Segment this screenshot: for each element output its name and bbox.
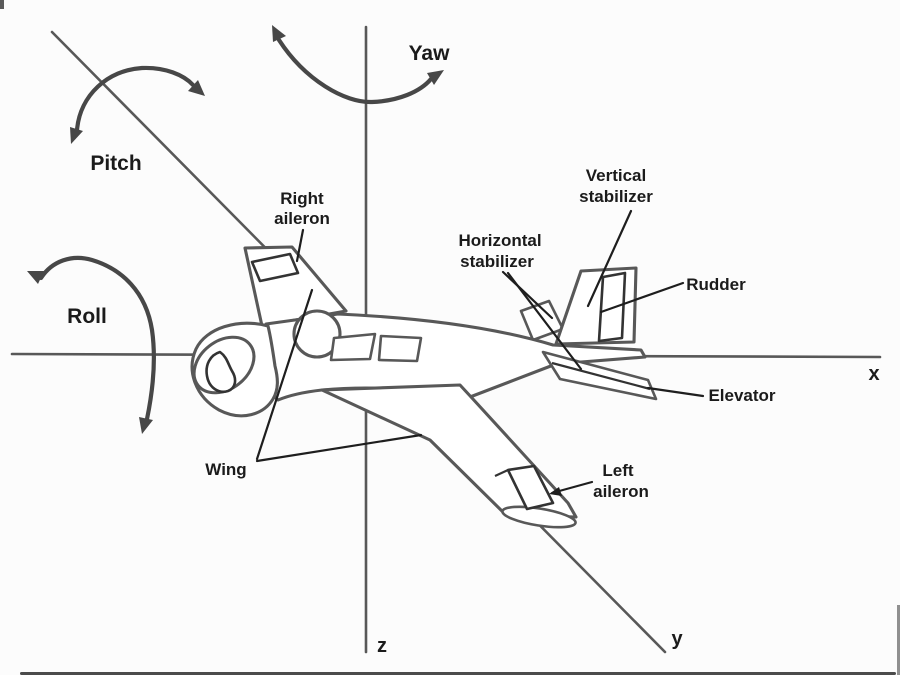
left-aileron-notch-line [494, 469, 509, 477]
vertical-stabilizer-label-line2: stabilizer [579, 187, 653, 206]
roll-arrowhead-bottom [139, 417, 153, 434]
z-axis-label: z [377, 635, 387, 657]
vertical-stabilizer-label-line1: Vertical [586, 166, 647, 185]
yaw-arrowhead-left [272, 25, 286, 42]
pitch-label: Pitch [90, 152, 141, 175]
left-aileron-label-line1: Left [602, 461, 634, 480]
horizontal-stabilizer-label-line1: Horizontal [458, 231, 541, 250]
horizontal-stabilizer-pointer-line-2 [506, 271, 583, 371]
left-aileron-label-line2: aileron [593, 482, 649, 501]
y-axis-label: y [671, 628, 683, 650]
right-aileron-pointer-line [295, 228, 305, 263]
cockpit-canopy [292, 309, 342, 359]
rudder-label: Rudder [686, 275, 746, 294]
x-axis-label: x [868, 363, 879, 385]
roll-arrowhead-top [27, 271, 44, 284]
cabin-window-front [329, 332, 377, 362]
horizontal-stabilizer-label-line2: stabilizer [460, 252, 534, 271]
pitch-arrowhead-left [70, 127, 83, 144]
elevator-label: Elevator [708, 386, 775, 405]
scan-artifact-top-left-corner [0, 0, 4, 9]
cabin-window-rear [377, 334, 423, 363]
left-aileron-surface [506, 464, 555, 511]
scan-artifact-bottom-edge [20, 672, 896, 675]
scan-artifact-right-edge [897, 605, 900, 675]
wing-pointer-line-1 [255, 288, 314, 461]
wing-pointer-line-2 [255, 433, 423, 463]
elevator-hinge-line [551, 361, 651, 391]
rudder-pointer-line [599, 281, 685, 314]
vertical-stabilizer-pointer-line [586, 209, 633, 308]
pitch-rotation-arrow [74, 65, 196, 133]
wing-label: Wing [205, 460, 246, 479]
pitch-arrowhead-right [188, 80, 205, 96]
right-aileron-surface [250, 252, 300, 283]
right-aileron-label-line1: Right [280, 189, 324, 208]
roll-rotation-arrow [38, 255, 156, 422]
yaw-label: Yaw [409, 42, 451, 65]
yaw-rotation-arrow [276, 37, 434, 105]
left-wing [320, 383, 578, 519]
horizontal-stabilizer-far [519, 299, 565, 342]
propeller-spinner [205, 350, 237, 394]
yaw-arrowhead-right [427, 70, 444, 85]
right-aileron-label-line2: aileron [274, 209, 330, 228]
left-aileron-pointer-arrowhead [549, 487, 562, 496]
left-wingtip [501, 505, 577, 529]
roll-label: Roll [67, 305, 107, 328]
horizontal-stabilizer-pointer-line-1 [501, 270, 554, 320]
elevator-pointer-line [646, 386, 705, 398]
